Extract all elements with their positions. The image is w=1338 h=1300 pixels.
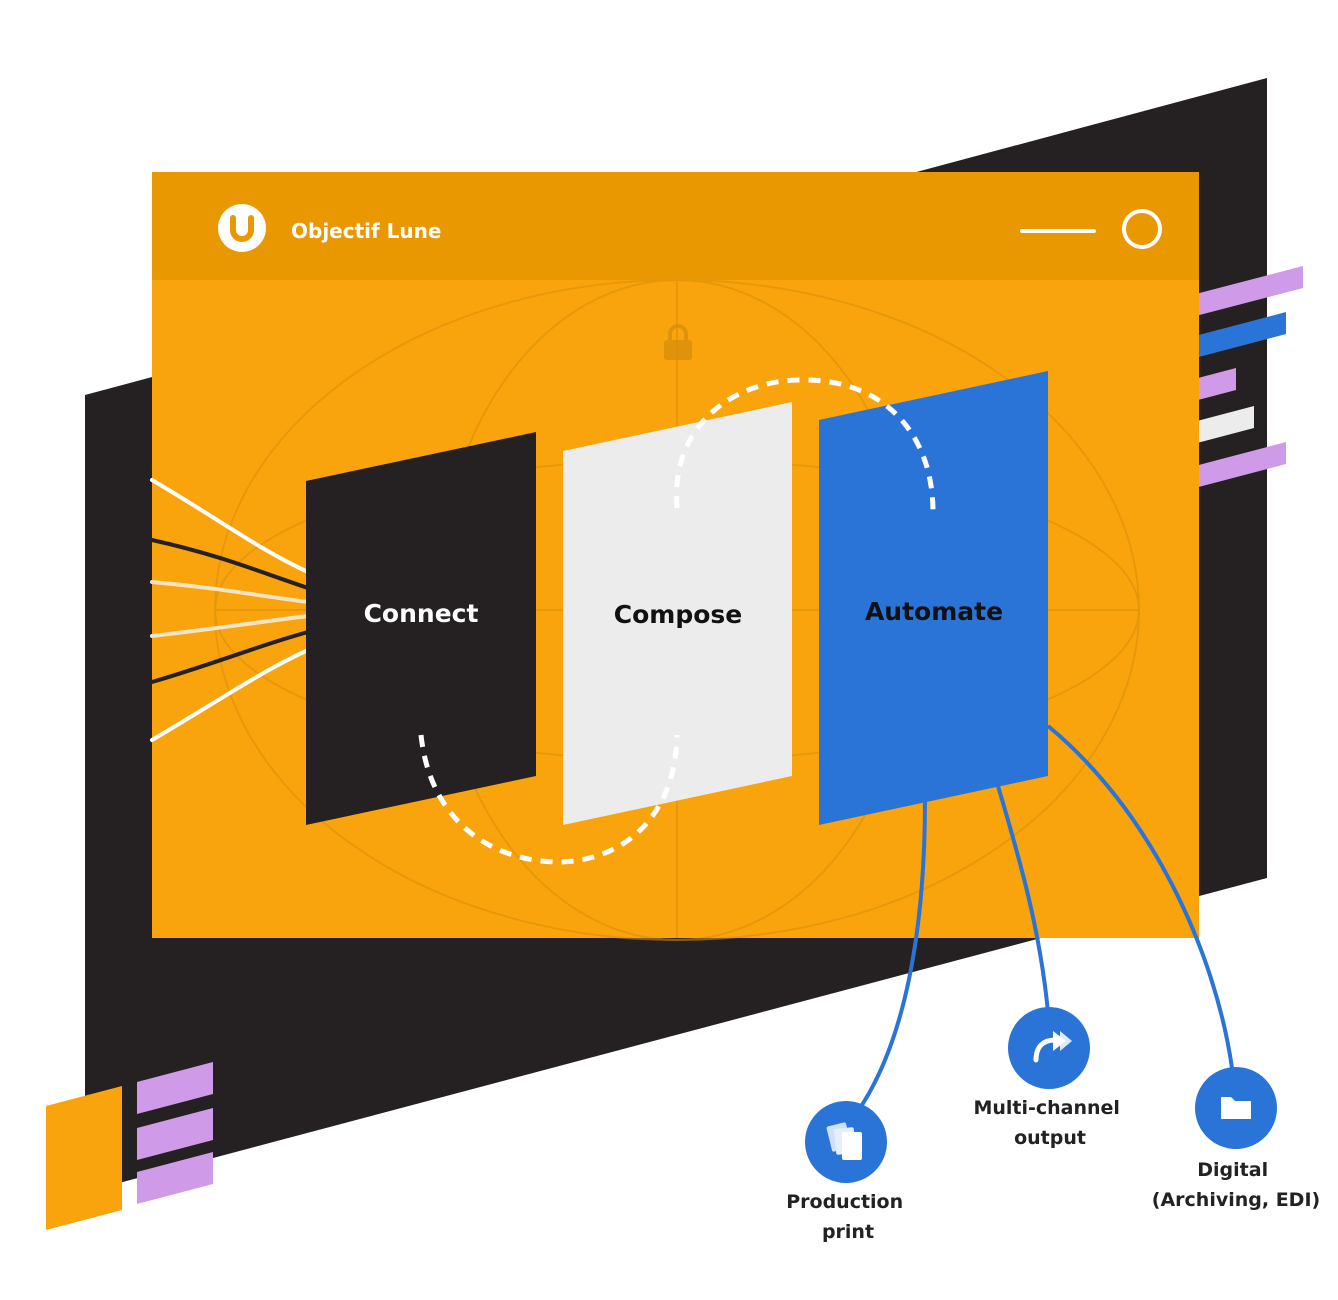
circle-icon[interactable] bbox=[1122, 209, 1162, 249]
output-label-multi-channel: Multi-channel output bbox=[973, 1097, 1126, 1149]
stage-label-automate: Automate bbox=[865, 597, 1003, 626]
output-label-line: Digital bbox=[1197, 1159, 1268, 1181]
documents-icon bbox=[826, 1122, 862, 1160]
brand-name: Objectif Lune bbox=[291, 219, 441, 243]
lock-icon bbox=[664, 324, 692, 360]
stage-panel-compose bbox=[563, 402, 792, 825]
output-label-line: Multi-channel bbox=[973, 1097, 1120, 1119]
loop-arc-bottom bbox=[418, 734, 680, 865]
folder-icon bbox=[1221, 1097, 1251, 1119]
output-label-production-print: Production print bbox=[786, 1191, 910, 1243]
decorative-blocks-left bbox=[46, 1062, 213, 1230]
stage-panel-connect bbox=[306, 432, 536, 825]
loop-arc-top bbox=[674, 377, 936, 511]
output-digital[interactable] bbox=[1195, 1067, 1277, 1149]
stage-label-compose: Compose bbox=[614, 600, 742, 629]
output-label-line: print bbox=[822, 1221, 874, 1243]
brand-logo bbox=[218, 204, 266, 252]
window-header bbox=[152, 172, 1199, 280]
stage-panel-automate bbox=[819, 371, 1048, 825]
output-label-digital: Digital (Archiving, EDI) bbox=[1152, 1159, 1320, 1211]
output-label-line: Production bbox=[786, 1191, 903, 1213]
stage-label-connect: Connect bbox=[364, 599, 479, 628]
input-lines bbox=[150, 478, 310, 742]
output-label-line: output bbox=[1014, 1127, 1086, 1149]
output-multi-channel[interactable] bbox=[1008, 1007, 1090, 1089]
output-production-print[interactable] bbox=[805, 1101, 887, 1183]
forward-arrows-icon bbox=[1033, 1031, 1072, 1063]
output-lines bbox=[858, 724, 1234, 1110]
output-label-line: (Archiving, EDI) bbox=[1152, 1189, 1320, 1211]
